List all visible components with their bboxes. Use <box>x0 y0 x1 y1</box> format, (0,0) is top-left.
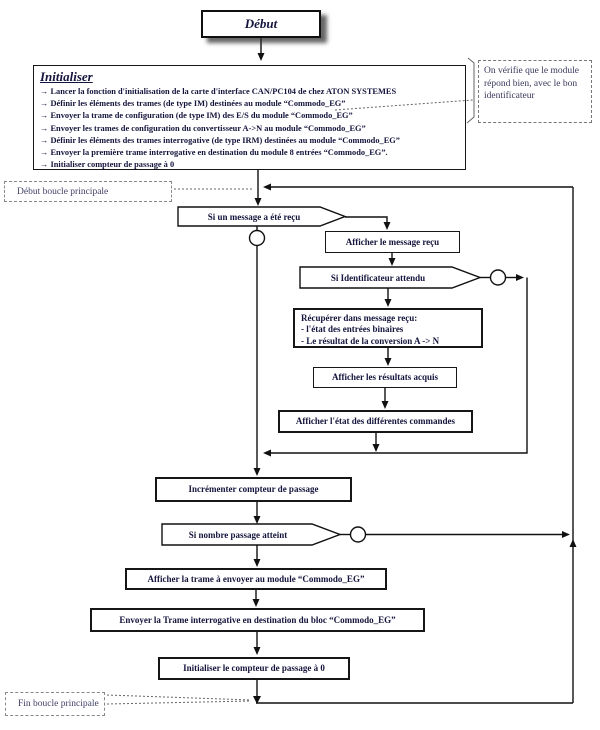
start-node: Début <box>201 10 321 38</box>
process-display-results: Afficher les résultats acquis <box>313 367 457 388</box>
process-send-frame-label: Envoyer la Trame interrogative en destin… <box>119 614 396 625</box>
init-step: → Définir les éléments des trames interr… <box>40 135 400 145</box>
decision-msg-received-label: Si un message a été reçu <box>207 211 301 222</box>
process-display-cmds: Afficher l'état des différentes commande… <box>278 410 473 433</box>
process-retrieve-line: - l'état des entrées binaires <box>301 324 404 334</box>
process-increment: Incrémenter compteur de passage <box>155 477 352 502</box>
process-reset-counter-label: Initialiser le compteur de passage à 0 <box>183 663 325 674</box>
start-node-label: Début <box>244 16 278 31</box>
decision-shape-id-expected <box>299 266 482 289</box>
init-step: → Initialiser compteur de passage à 0 <box>40 160 175 170</box>
process-display-results-label: Afficher les résultats acquis <box>331 372 439 383</box>
init-step: → Définir les éléments des trames (de ty… <box>40 99 346 109</box>
decision-id-expected: Si Identificateur attendu <box>302 267 454 288</box>
decision-count-reached: Si nombre passage atteint <box>164 524 312 545</box>
process-reset-counter: Initialiser le compteur de passage à 0 <box>158 657 350 680</box>
process-retrieve: Récupérer dans message reçu: - l'état de… <box>293 308 483 348</box>
decision-id-expected-label: Si Identificateur attendu <box>330 272 426 283</box>
process-increment-label: Incrémenter compteur de passage <box>188 484 319 495</box>
init-process-node: Initialiser → Lancer la fonction d'initi… <box>33 65 466 170</box>
process-send-frame: Envoyer la Trame interrogative en destin… <box>90 608 425 632</box>
loop-end-label: Fin boucle principale <box>5 692 105 716</box>
decision-count-reached-label: Si nombre passage atteint <box>188 529 288 540</box>
init-step: → Envoyer les trames de configuration du… <box>40 123 366 133</box>
init-title: Initialiser <box>40 69 93 84</box>
process-display-msg-label: Afficher le message reçu <box>345 236 440 247</box>
annotation-note: On vérifie que le module répond bien, av… <box>478 60 592 123</box>
annotation-note-text: On vérifie que le module répond bien, av… <box>484 66 579 101</box>
loop-end-label-text: Fin boucle principale <box>18 699 99 709</box>
init-step: → Envoyer la première trame interrogativ… <box>40 148 388 158</box>
decision-shape-count-reached <box>161 523 342 546</box>
connector-circle <box>248 229 266 247</box>
loop-start-label: Début boucle principale <box>4 181 172 202</box>
connector-circle <box>349 526 367 543</box>
loop-start-label-text: Début boucle principale <box>17 186 109 197</box>
init-step: → Lancer la fonction d'initialisation de… <box>40 87 397 96</box>
process-retrieve-line: - Le résultat de la conversion A -> N <box>301 335 440 346</box>
decision-shape-msg-received <box>177 206 347 227</box>
decision-msg-received: Si un message a été reçu <box>180 207 328 226</box>
process-display-frame: Afficher la trame à envoyer au module “C… <box>125 568 387 590</box>
process-display-frame-label: Afficher la trame à envoyer au module “C… <box>147 573 365 584</box>
process-display-cmds-label: Afficher l'état des différentes commande… <box>295 416 456 427</box>
process-display-msg: Afficher le message reçu <box>325 231 460 253</box>
init-step: → Envoyer la trame de configuration (de … <box>40 111 353 121</box>
process-retrieve-line: Récupérer dans message reçu: <box>301 312 418 323</box>
connector-circle <box>489 269 507 286</box>
